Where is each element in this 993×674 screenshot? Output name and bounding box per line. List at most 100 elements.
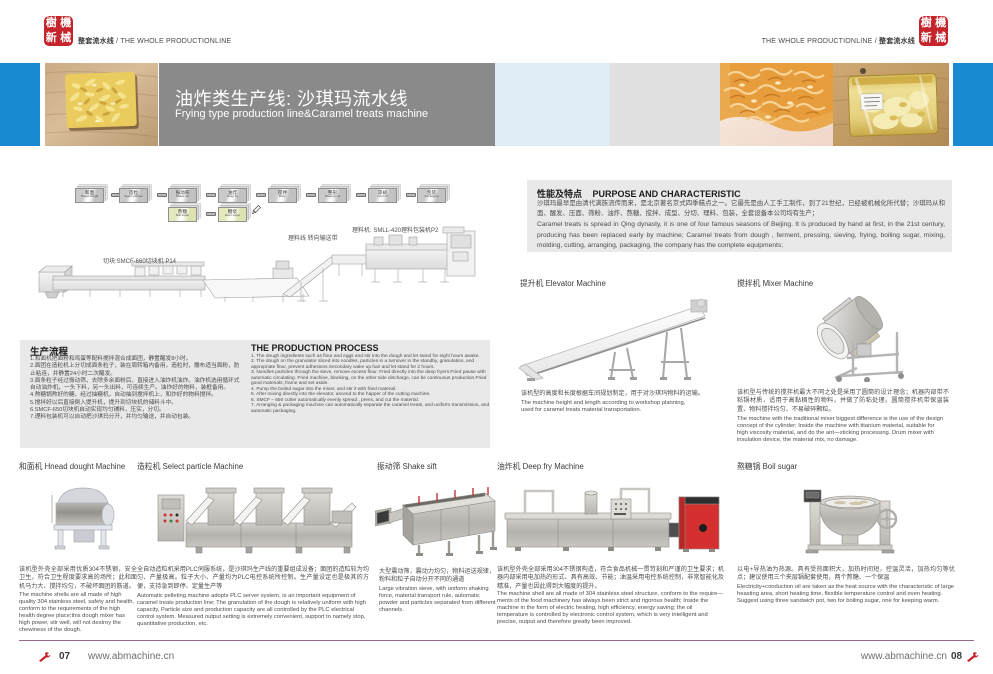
section-heading-boiler: 熬糖锅 Boil sugar (737, 461, 797, 472)
banner-photo-caramel-square (44, 63, 159, 146)
seal-char: 新 (45, 32, 57, 44)
page-number-left: 07 (59, 651, 71, 662)
flow-step-label-zh: 搅拌 (277, 189, 288, 195)
header-label-left-en: THE WHOLE PRODUCTIONLINE (120, 38, 232, 45)
seal-char: 新 (920, 32, 932, 44)
process-steps-en: 1. The dough ingredients such as flour a… (251, 354, 491, 414)
page-title: 油炸类生产线: 沙琪玛流水线 (175, 89, 409, 109)
process-step-zh: 4.熬糖锅熬好的糖，经过抽糖机，自动抽到搅拌机上，和炸好的物料搅拌。 (30, 392, 217, 399)
machine-name-en: Deep fry Machine (522, 462, 584, 471)
purpose-body-en: Caramel treats is spread in Qing dynasty… (537, 221, 945, 249)
website-url-right: www.abmachine.cn (860, 651, 947, 662)
mixer-desc-zh: 该机型与传统的搅拌机最大不同之处是采用了圆筒的设计理念；机器内部带不粘锅材质，适… (737, 389, 949, 413)
flow-step-label-en: Mixer (278, 194, 287, 199)
mixer-desc-en: The machine with the traditional mixer b… (737, 416, 944, 443)
flow-connector (356, 193, 366, 198)
elevator-desc-en: The machine height and length according … (521, 400, 686, 413)
machine-name-en: Boil sugar (762, 462, 798, 471)
flow-connector (306, 193, 316, 198)
sieve-machine-photo (375, 487, 497, 556)
flow-step-label-zh: 包装 (426, 189, 437, 195)
flow-connector (406, 193, 416, 198)
flow-step-label-en: Select particle (124, 194, 143, 199)
brand-seal-logo-right: 樹 機 新 械 (919, 16, 948, 46)
diagram-label-turn-conveyor: 理料线 转向输送带 (288, 236, 338, 242)
flow-connector (206, 212, 216, 217)
wrench-icon-left (39, 652, 51, 662)
flow-connector (256, 193, 266, 198)
flow-step-label-en: Deep fry (226, 194, 239, 199)
process-step-zh: 3.面条粒子经过振动筛，去除多余面粉后，直接进入油炸机油炸。油炸机选用循环式自动… (30, 377, 240, 392)
sieve-desc-zh: 大型震动筛，震动力均匀，物料运送规律，粉料和粒子自动分开不同的通道 (379, 568, 495, 584)
machine-name-en: Shake sift (402, 462, 437, 471)
flow-step-label-zh: 糖浆 (227, 208, 238, 214)
process-title-zh: 生产流程 (30, 347, 69, 358)
machine-name-zh: 搅拌机 (737, 279, 761, 288)
flow-step-label-zh: 熬糖 (177, 208, 188, 214)
banner-lightgray-block (610, 63, 720, 146)
flow-step-label-zh: 油炸 (227, 189, 238, 195)
wrench-icon-right (967, 652, 979, 662)
pellet-machine-photo (157, 487, 357, 554)
header-label-right-sep: / (872, 38, 879, 45)
section-heading-elevator: 提升机 Elevator Machine (520, 278, 606, 289)
process-step-en: 5. After mixing directly into the elevat… (251, 392, 431, 398)
brand-seal-logo-left: 樹 機 新 械 (44, 16, 73, 46)
flow-step-label-en: Packaging (424, 194, 439, 199)
header-label-right-zh: 整套流水线 (879, 38, 915, 45)
flow-step-label-zh: 整形 (327, 189, 338, 195)
boiler-machine-photo (803, 489, 898, 554)
process-step-en: 2. The dough on the granulator sliced in… (251, 359, 475, 370)
machine-name-zh: 和面机 (19, 462, 43, 471)
seal-char: 樹 (920, 17, 932, 29)
process-steps-zh: 1.和面机把面粉和鸡蛋等配料搅拌混合成面团，静置醒发8小时。 2.面团在造粒机上… (30, 356, 240, 422)
flow-step-label-en: Boil sugar (175, 213, 190, 218)
elevator-machine-photo (518, 298, 708, 381)
fryer-machine-photo (504, 487, 720, 552)
process-step-en: 6. SMCF – 650 cutter automatically evenl… (251, 397, 419, 403)
seal-char: 械 (935, 32, 947, 44)
section-heading-dough-mixer: 和面机 Hnead dought Machine (19, 461, 125, 472)
seal-char: 樹 (45, 17, 57, 29)
diagram-label-cutter: 切块:SMCF-660切块机 P14 (103, 259, 177, 265)
flow-step-label-zh: 凉却 (377, 189, 388, 195)
process-title-en: THE PRODUCTION PROCESS (251, 343, 379, 353)
section-heading-pellet-machine: 造粒机 Select particle Machine (137, 461, 243, 472)
flow-step-label-zh: 和面 (84, 189, 95, 195)
process-step-en: 1. The dough ingredients such as flour a… (251, 354, 480, 359)
flow-connector (206, 193, 216, 198)
section-heading-mixer: 搅拌机 Mixer Machine (737, 278, 813, 289)
dough-desc-en: The machine shells are all made of high … (19, 592, 135, 633)
process-step-en: 7. Arranging & packaging machine can aut… (251, 403, 490, 414)
purpose-body-zh: 沙琪玛最早是由清代满族流传而来，是北京著名京式四季糕点之一。它最先是由人工手工制… (537, 200, 945, 217)
fryer-desc-en: The machine shell are all made of 304 st… (497, 591, 724, 625)
purpose-box: 性能及特点 PURPOSE AND CHARACTERISTIC 沙琪玛最早是由… (527, 180, 952, 252)
process-step-en: 4. Pump the boiled sugar into the mixer,… (251, 386, 397, 392)
flow-step-label-zh: 造粒 (128, 189, 139, 195)
banner-lightblue-block (495, 63, 610, 146)
production-line-drawing (38, 226, 476, 302)
header-label-left-zh: 整套流水线 (78, 38, 114, 45)
pellet-desc-en: Automatic pelleting machine adopts PLC s… (137, 593, 366, 627)
machine-name-zh: 提升机 (520, 279, 544, 288)
purpose-title-en: PURPOSE AND CHARACTERISTIC (592, 189, 741, 199)
banner-photo-packaged-product (832, 63, 950, 146)
flow-step-label-en: Cool off (377, 194, 388, 199)
machine-name-zh: 振动筛 (377, 462, 401, 471)
flow-connector (157, 193, 167, 198)
banner-title-block (159, 63, 495, 146)
diagram-label-packer: 理料机: SMLL-420理料包装机P2 (352, 228, 439, 234)
mixer-machine-photo (816, 296, 904, 382)
flow-step-label-zh: 振动筛 (175, 189, 190, 195)
machine-name-zh: 造粒机 (137, 462, 161, 471)
process-step-zh: 5.搅拌好以后直接倒入提升机，提升到切块机的储料斗中。 (30, 399, 177, 406)
banner-blue-block-right (953, 63, 993, 146)
section-heading-fryer: 油炸机 Deep fry Machine (497, 461, 584, 472)
